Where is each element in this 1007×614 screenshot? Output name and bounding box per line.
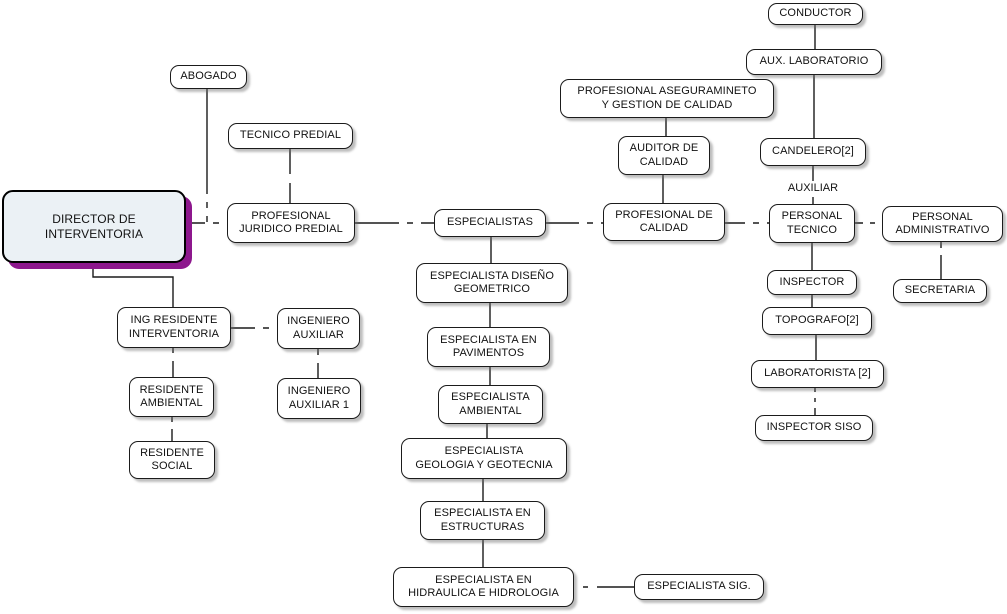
edge-label-auxiliar: AUXILIAR: [787, 182, 839, 194]
node-especialista-hidraulica-hidrologia[interactable]: ESPECIALISTA EN HIDRAULICA E HIDROLOGIA: [393, 567, 574, 607]
node-personal-administrativo[interactable]: PERSONAL ADMINISTRATIVO: [882, 206, 1003, 242]
node-conductor[interactable]: CONDUCTOR: [768, 3, 863, 25]
node-topografo[interactable]: TOPOGRAFO[2]: [762, 307, 872, 335]
node-especialista-estructuras[interactable]: ESPECIALISTA EN ESTRUCTURAS: [420, 501, 545, 540]
node-personal-tecnico[interactable]: PERSONAL TECNICO: [769, 204, 855, 243]
node-especialista-ambiental[interactable]: ESPECIALISTA AMBIENTAL: [438, 385, 543, 424]
node-secretaria[interactable]: SECRETARIA: [893, 279, 987, 303]
node-candelero[interactable]: CANDELERO[2]: [760, 138, 866, 166]
node-especialista-pavimentos[interactable]: ESPECIALISTA EN PAVIMENTOS: [427, 327, 550, 367]
node-tecnico-predial[interactable]: TECNICO PREDIAL: [228, 123, 353, 149]
node-inspector-siso[interactable]: INSPECTOR SISO: [755, 415, 873, 441]
node-ing-residente-interventoria[interactable]: ING RESIDENTE INTERVENTORIA: [117, 307, 231, 348]
node-auditor-calidad[interactable]: AUDITOR DE CALIDAD: [618, 136, 710, 175]
node-profesional-juridico-predial[interactable]: PROFESIONAL JURIDICO PREDIAL: [227, 203, 355, 243]
node-profesional-aseguramiento-calidad[interactable]: PROFESIONAL ASEGURAMINETO Y GESTION DE C…: [560, 79, 774, 118]
node-abogado[interactable]: ABOGADO: [170, 65, 247, 89]
connector-director-ing-residente: [92, 263, 174, 307]
node-especialista-sig[interactable]: ESPECIALISTA SIG.: [634, 574, 764, 600]
node-especialista-diseno-geometrico[interactable]: ESPECIALISTA DISEÑO GEOMETRICO: [416, 263, 568, 303]
node-especialistas[interactable]: ESPECIALISTAS: [434, 209, 546, 237]
node-especialista-geologia-geotecnia[interactable]: ESPECIALISTA GEOLOGIA Y GEOTECNIA: [401, 438, 567, 479]
node-director-interventoria[interactable]: DIRECTOR DE INTERVENTORIA: [2, 190, 186, 263]
node-residente-social[interactable]: RESIDENTE SOCIAL: [129, 441, 215, 479]
node-ingeniero-auxiliar-1[interactable]: INGENIERO AUXILIAR 1: [277, 378, 361, 419]
node-ingeniero-auxiliar[interactable]: INGENIERO AUXILIAR: [277, 308, 360, 349]
node-inspector[interactable]: INSPECTOR: [767, 270, 857, 295]
node-residente-ambiental[interactable]: RESIDENTE AMBIENTAL: [129, 377, 214, 417]
node-aux-laboratorio[interactable]: AUX. LABORATORIO: [746, 49, 882, 75]
node-profesional-calidad[interactable]: PROFESIONAL DE CALIDAD: [603, 203, 725, 241]
node-laboratorista[interactable]: LABORATORISTA [2]: [751, 360, 884, 388]
